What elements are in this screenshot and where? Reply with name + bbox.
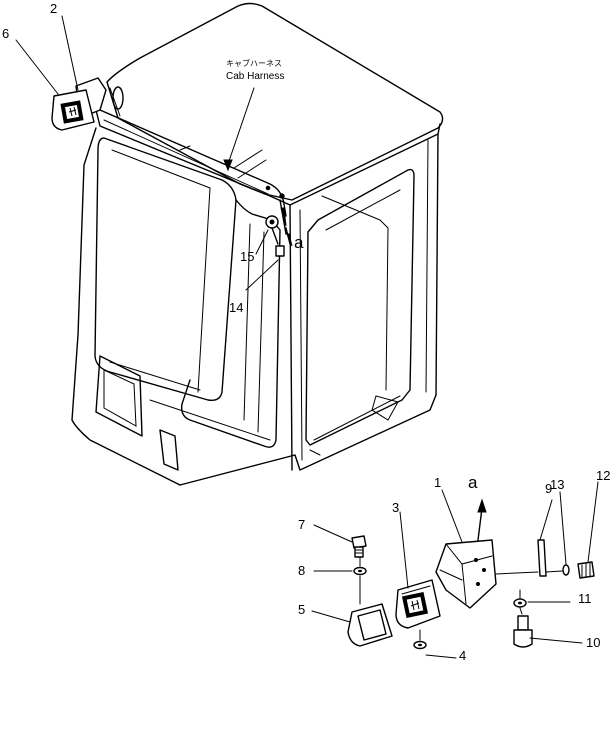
cab-door-frame (180, 199, 281, 448)
exploded-lamp-assembly (347, 498, 595, 650)
ref-a-bottom: a (468, 473, 478, 492)
leader-lines (15, 15, 599, 659)
bracket-1 (435, 539, 497, 609)
bolt-7 (351, 535, 367, 549)
callout-3: 3 (392, 500, 399, 515)
cab-harness-label-en: Cab Harness (226, 71, 284, 82)
callout-1: 1 (434, 475, 441, 490)
callout-15: 15 (240, 249, 254, 264)
harness-duct (99, 109, 287, 217)
cab-rear-window (305, 168, 415, 446)
cab-body (71, 2, 444, 486)
cab-left-outline (71, 127, 181, 486)
cab-roof (106, 2, 444, 201)
callout-9: 9 (545, 481, 552, 496)
ref-a-top: a (294, 233, 304, 252)
cab-harness-label-jp: キャブハーネス (226, 58, 282, 68)
cab-front-window (94, 137, 237, 402)
grab-ring (112, 86, 124, 110)
washer-13 (562, 564, 570, 576)
callout-4: 4 (459, 648, 466, 663)
cab-bottom-edge (179, 394, 437, 486)
callout-6: 6 (2, 26, 9, 41)
text-labels: キャブハーネス Cab Harness a a (226, 58, 478, 492)
bolt-10 (517, 615, 529, 631)
callout-11: 11 (578, 591, 592, 606)
callout-10: 10 (586, 635, 600, 650)
callout-8: 8 (298, 563, 305, 578)
callout-14: 14 (229, 300, 243, 315)
callout-2: 2 (50, 1, 57, 16)
part-9 (537, 539, 547, 577)
lamp-switch-assembly (265, 215, 293, 257)
connector-14 (275, 245, 285, 257)
roof-work-lamp (51, 77, 107, 131)
callout-13: 13 (550, 477, 564, 492)
callout-numbers: 2 6 15 14 1 3 7 8 5 4 9 13 12 11 10 (2, 1, 610, 663)
callout-5: 5 (298, 602, 305, 617)
cab-lower-panel (95, 355, 143, 437)
callout-12: 12 (596, 468, 610, 483)
callout-7: 7 (298, 517, 305, 532)
cab-right-side (435, 133, 439, 396)
